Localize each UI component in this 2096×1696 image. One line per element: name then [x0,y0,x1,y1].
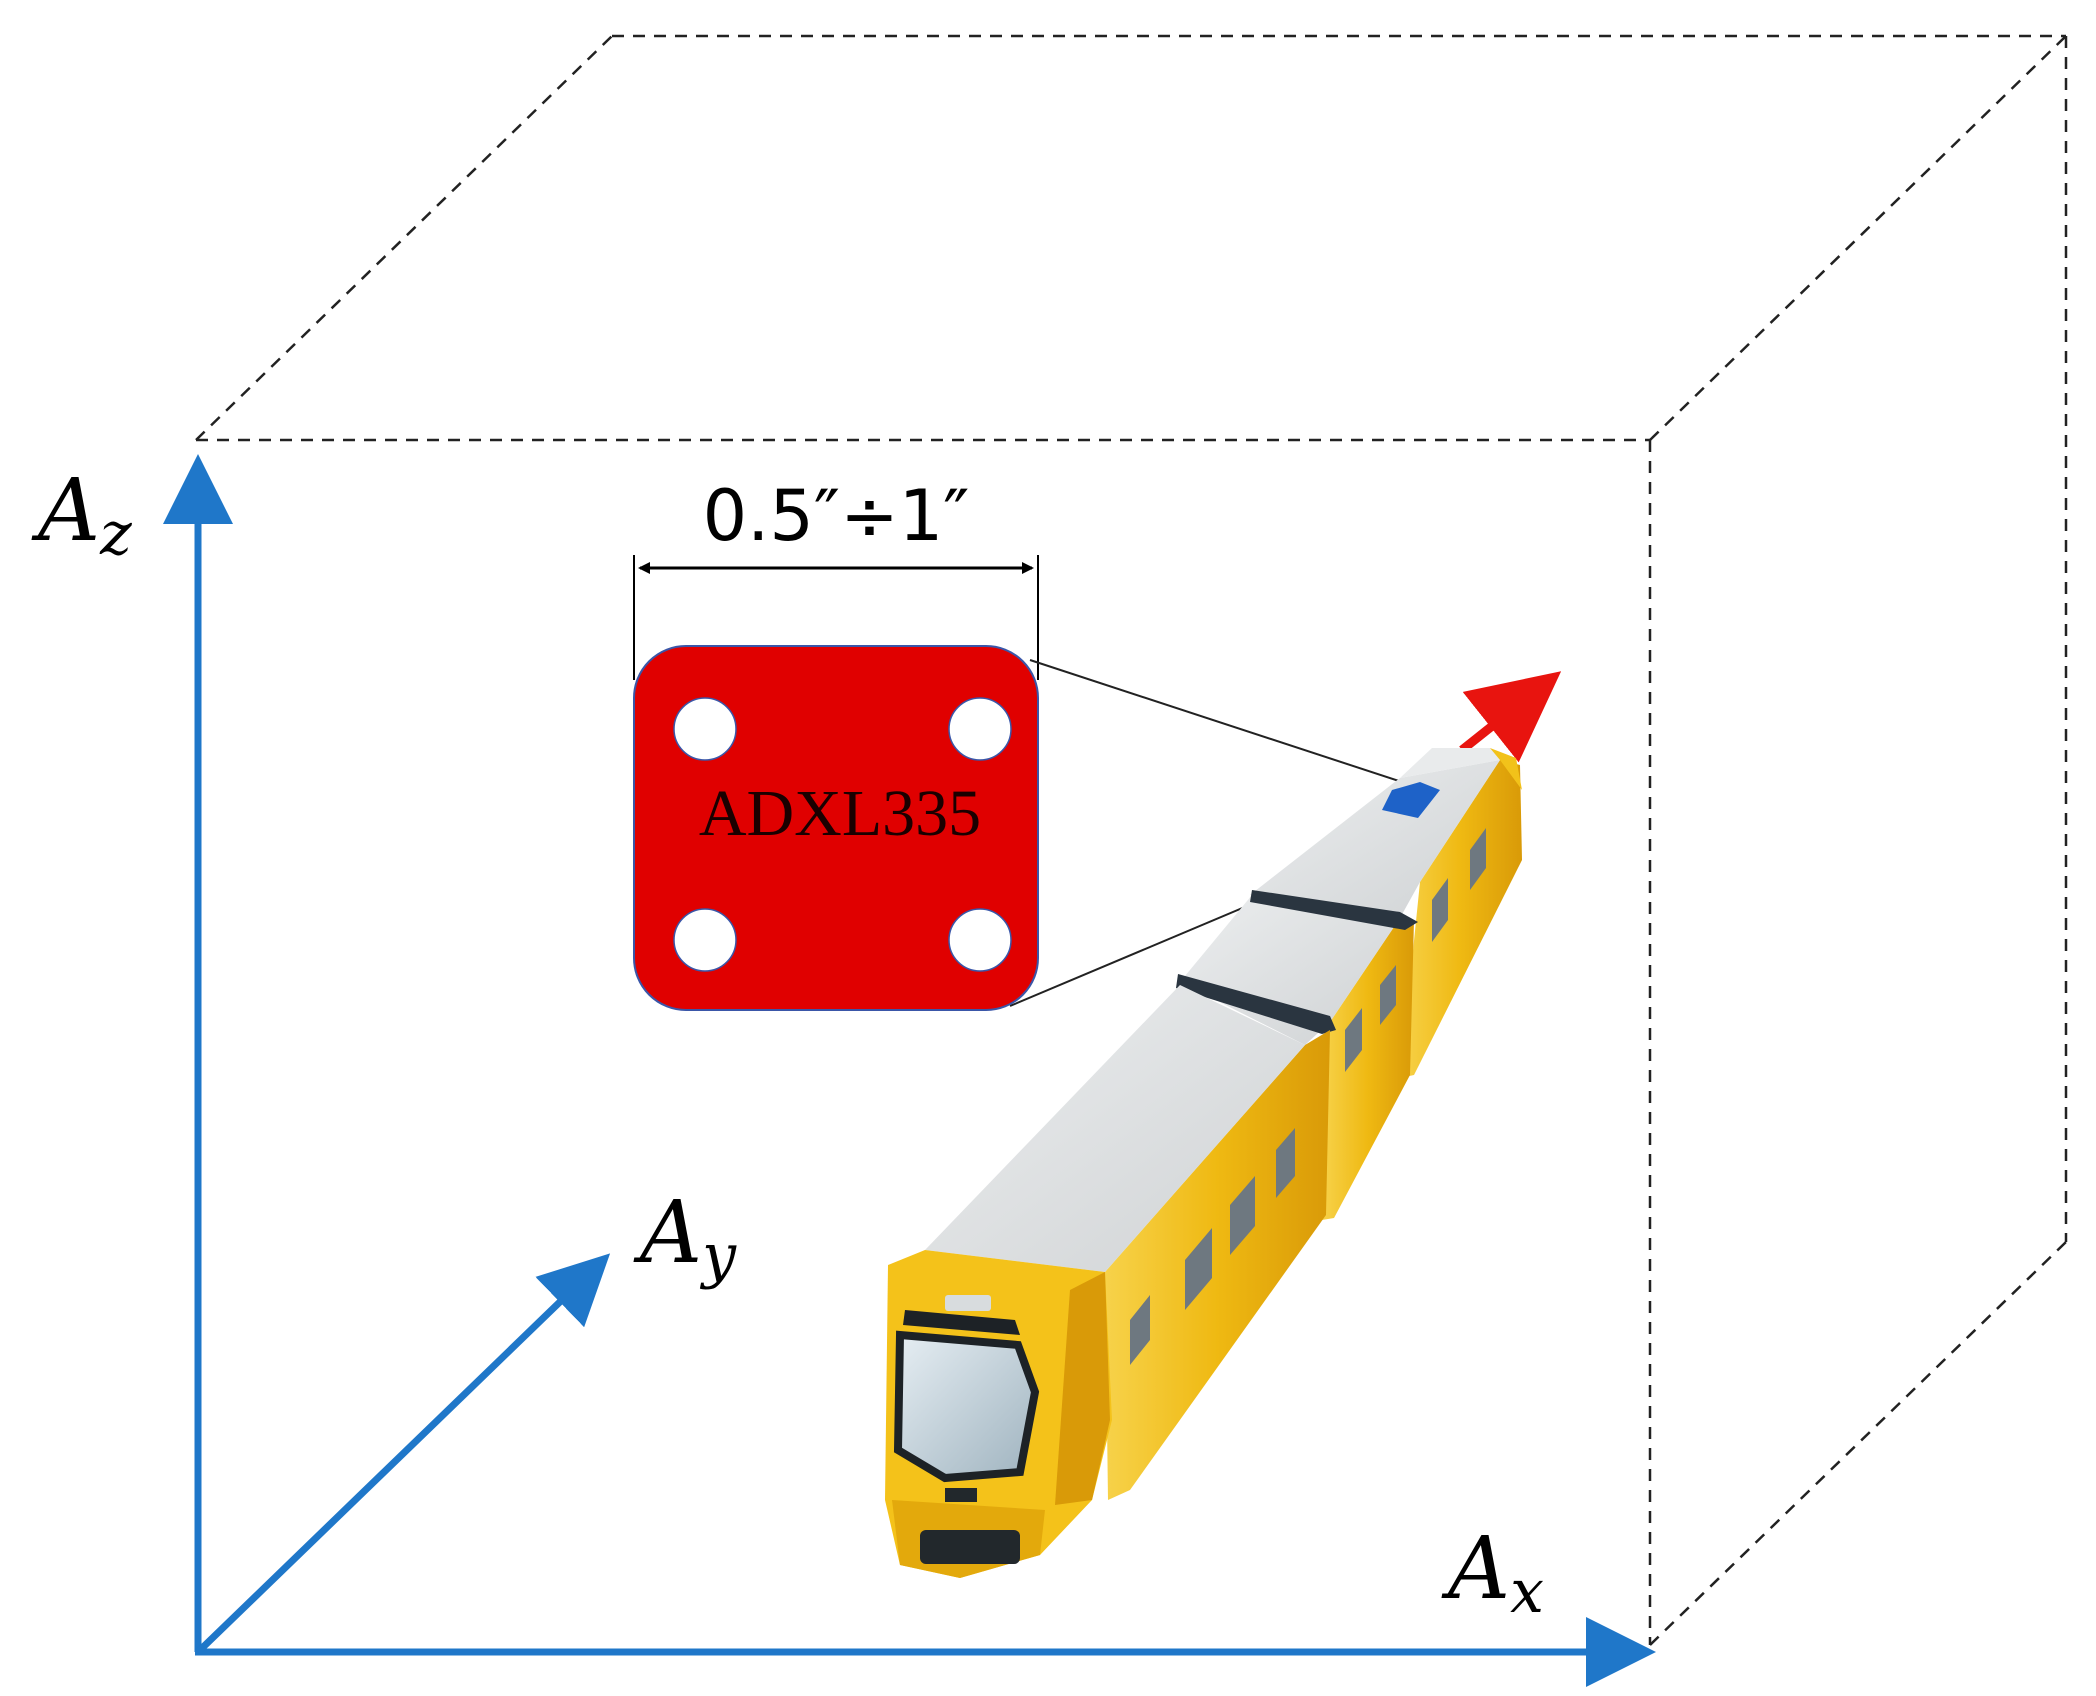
window [1185,1228,1212,1310]
train-car-middle-roof [1180,895,1400,1045]
zoom-line-top [1029,659,1403,783]
train-cab-windshield [893,1330,1040,1483]
cube-edge-top-left [195,35,613,441]
adxl335-chip: ADXL335 [633,645,1039,1011]
train-car-rear-roof [1250,760,1500,918]
dimension-label: 0.5″÷1″ [703,475,970,557]
window [1470,828,1486,890]
train-car-rear-cap [1400,748,1510,778]
sensor-dimension: 0.5″÷1″ [633,475,1039,680]
x-axis-label: Ax [1441,1519,1544,1627]
train-icon [885,748,1522,1578]
z-axis-letter: A [31,461,100,561]
train-cab-side-shade [1055,1272,1110,1505]
window [1380,965,1396,1025]
mounting-hole-bottom-left [673,908,737,972]
chip-label: ADXL335 [699,777,981,850]
train-car-rear-cap-yellow [1490,748,1522,790]
train-joint-rear [1250,890,1418,930]
window [1130,1295,1150,1365]
z-axis-label: Az [31,461,132,569]
train-cab-plate [945,1488,977,1502]
window [1432,878,1448,942]
train-coupler [920,1530,1020,1564]
x-axis-subscript: x [1510,1557,1544,1627]
reference-cube [195,34,2068,1646]
mounting-hole-top-left [673,697,737,761]
z-axis-subscript: z [99,499,132,569]
train-cab-sign [945,1295,991,1311]
train-car-rear-side [1400,760,1522,1078]
window [1276,1128,1295,1198]
window [1345,1008,1362,1072]
x-axis-letter: A [1441,1519,1510,1619]
mounting-hole-bottom-right [948,908,1012,972]
train-cab-headlight-bar [903,1310,1020,1335]
train-car-front-roof [925,985,1305,1272]
roof-sensor-marker [1382,782,1440,818]
train-joint-front [1176,974,1336,1034]
train-car-front-side [1105,1030,1330,1500]
y-axis-label: Ay [633,1183,737,1291]
cube-edge-top-right [1649,35,2067,441]
train-side-windows [1130,828,1486,1365]
y-axis-subscript: y [699,1221,737,1291]
cube-edge-bottom-right [1649,1241,2067,1646]
y-axis [195,1253,611,1655]
window [1230,1176,1255,1255]
axes [163,454,1656,1687]
mounting-hole-top-right [948,697,1012,761]
y-axis-letter: A [633,1183,702,1283]
motion-arrow-icon [1459,671,1562,763]
